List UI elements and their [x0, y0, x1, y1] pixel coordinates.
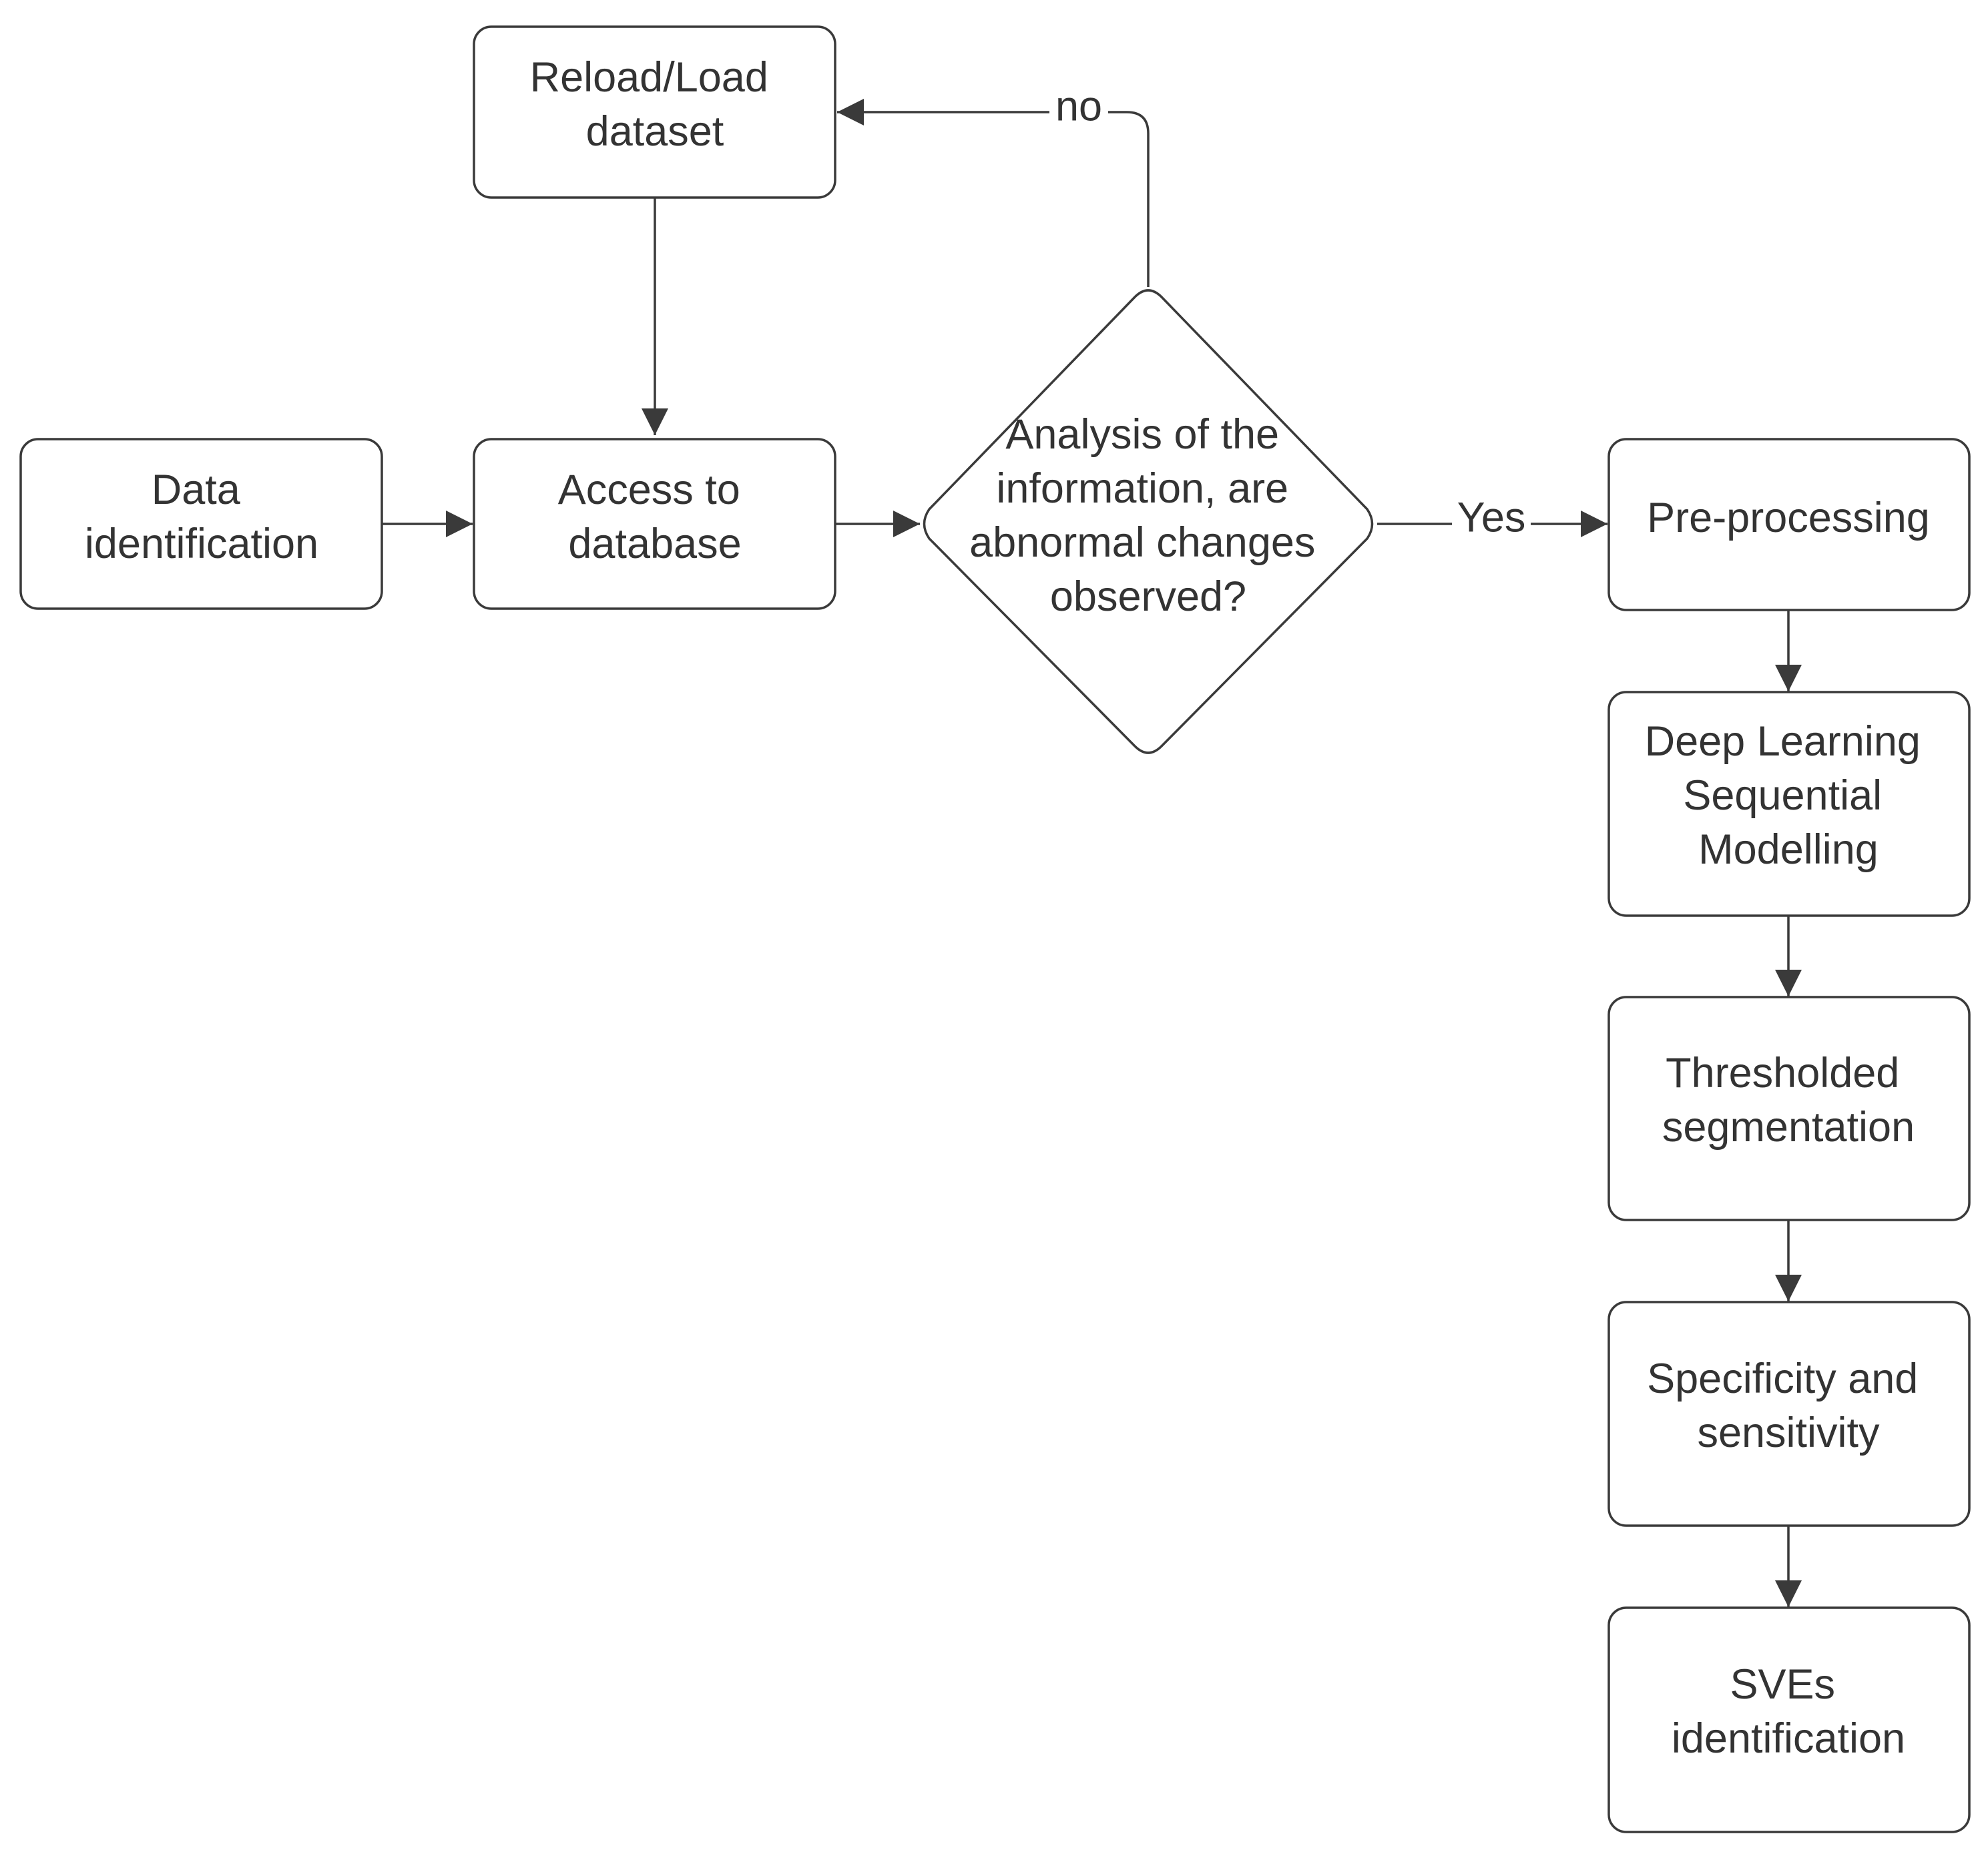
node-deep-learning: Deep Learning Sequential Modelling: [1607, 691, 1971, 917]
node-preprocessing: Pre-processing: [1607, 438, 1971, 611]
node-specificity-line-2: sensitivity: [1697, 1410, 1880, 1456]
node-data-identification: Data identification: [19, 438, 383, 610]
node-specificity-text: Specificity and sensitivity: [1647, 1355, 1930, 1456]
node-decision-line-1: Analysis of the: [1005, 411, 1279, 458]
node-deep-learning-text: Deep Learning Sequential Modelling: [1645, 718, 1933, 873]
node-decision: Analysis of the information, are abnorma…: [923, 289, 1374, 754]
node-access-text: Access to database: [558, 467, 752, 567]
node-deep-learning-line-3: Modelling: [1698, 826, 1879, 873]
node-sves-line-1: SVEs: [1730, 1661, 1835, 1708]
node-reload-line-2: dataset: [586, 108, 724, 155]
node-reload-text: Reload/Load dataset: [530, 54, 780, 155]
node-sves-text: SVEs identification: [1672, 1661, 1905, 1762]
node-data-id-line-2: identification: [85, 521, 318, 567]
node-decision-line-2: information, are: [996, 465, 1288, 512]
node-decision-text: Analysis of the information, are abnorma…: [969, 411, 1327, 620]
node-thresholded-line-2: segmentation: [1662, 1104, 1915, 1151]
node-data-id-text: Data identification: [85, 467, 318, 567]
node-thresholded-line-1: Thresholded: [1666, 1050, 1899, 1097]
node-reload-line-1: Reload/Load: [530, 54, 768, 101]
yes-label-group: Yes: [1452, 495, 1531, 551]
no-label-group: no: [1049, 83, 1108, 139]
node-reload-dataset: Reload/Load dataset: [473, 25, 836, 199]
edge-label-yes: Yes: [1457, 495, 1526, 541]
node-preprocessing-line-1: Pre-processing: [1647, 495, 1930, 541]
node-access-database: Access to database: [473, 438, 836, 610]
node-preprocessing-text: Pre-processing: [1647, 495, 1930, 541]
node-decision-line-3: abnormal changes: [969, 519, 1315, 566]
node-thresholded: Thresholded segmentation: [1607, 996, 1971, 1221]
edge-decision-to-reload: [837, 99, 1150, 287]
node-specificity: Specificity and sensitivity: [1607, 1301, 1971, 1527]
node-access-line-1: Access to: [558, 467, 740, 513]
node-data-id-line-1: Data: [152, 467, 241, 513]
node-thresholded-text: Thresholded segmentation: [1662, 1050, 1915, 1151]
node-sves-line-2: identification: [1672, 1715, 1905, 1762]
node-sves: SVEs identification: [1607, 1606, 1971, 1833]
edges: no Yes: [382, 83, 1802, 1607]
edge-label-no: no: [1055, 83, 1102, 130]
node-specificity-line-1: Specificity and: [1647, 1355, 1918, 1402]
node-deep-learning-line-2: Sequential: [1683, 772, 1882, 819]
node-decision-line-4: observed?: [1050, 573, 1246, 620]
node-deep-learning-line-1: Deep Learning: [1645, 718, 1921, 765]
node-access-line-2: database: [568, 521, 741, 567]
nodes: Reload/Load dataset Data identification …: [19, 25, 1971, 1833]
